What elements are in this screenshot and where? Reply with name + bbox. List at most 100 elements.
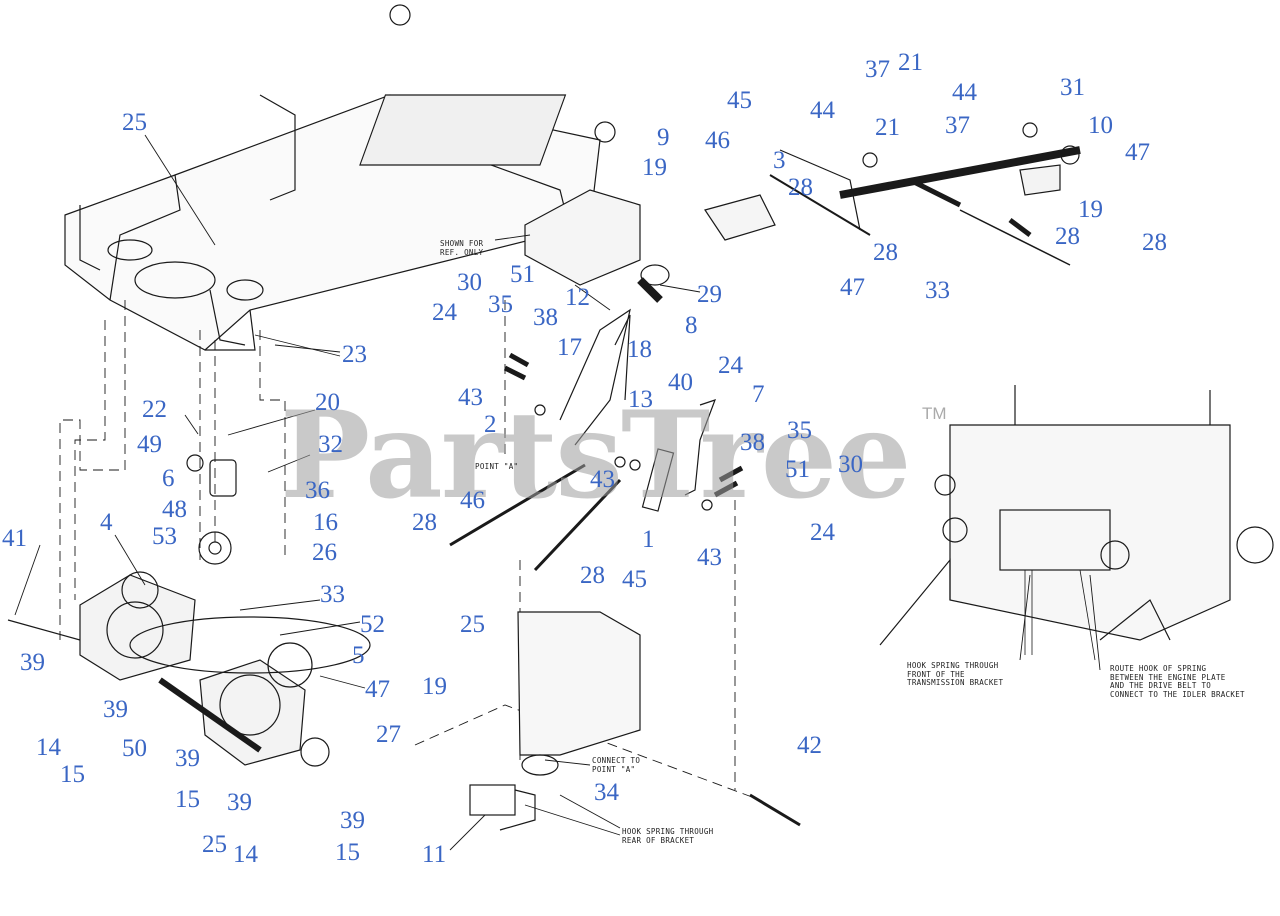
callout-15[interactable]: 15 bbox=[335, 839, 360, 866]
callout-49[interactable]: 49 bbox=[137, 431, 162, 458]
transmission-drawing bbox=[7, 454, 371, 767]
callout-47[interactable]: 47 bbox=[840, 274, 865, 301]
note-hook-rear-bracket: HOOK SPRING THROUGH REAR OF BRACKET bbox=[622, 827, 714, 845]
note-shown-for-ref: SHOWN FOR REF. ONLY bbox=[440, 239, 484, 257]
callout-28[interactable]: 33 bbox=[925, 277, 950, 304]
callout-39[interactable]: 39 bbox=[340, 807, 365, 834]
callout-30[interactable]: 30 bbox=[457, 269, 482, 296]
dashed-guides bbox=[59, 300, 761, 801]
callout-12[interactable]: 12 bbox=[565, 284, 590, 311]
callout-28[interactable]: 28 bbox=[1142, 229, 1167, 256]
callout-23[interactable]: 23 bbox=[342, 341, 367, 368]
control-linkage-drawing bbox=[449, 189, 801, 831]
callout-24[interactable]: 24 bbox=[432, 299, 457, 326]
callout-53[interactable]: 53 bbox=[152, 523, 177, 550]
callout-14[interactable]: 14 bbox=[36, 734, 61, 761]
callout-47[interactable]: 47 bbox=[1125, 139, 1150, 166]
callout-44[interactable]: 44 bbox=[810, 97, 835, 124]
callout-18[interactable]: 18 bbox=[627, 336, 652, 363]
callout-48[interactable]: 48 bbox=[162, 496, 187, 523]
note-hook-front-transmission: HOOK SPRING THROUGH FRONT OF THE TRANSMI… bbox=[907, 661, 1004, 688]
callout-45[interactable]: 45 bbox=[622, 566, 647, 593]
callout-33[interactable]: 33 bbox=[320, 581, 345, 608]
callout-43[interactable]: 43 bbox=[458, 384, 483, 411]
callout-52[interactable]: 52 bbox=[360, 611, 385, 638]
callout-22[interactable]: 22 bbox=[142, 396, 167, 423]
callout-8[interactable]: 8 bbox=[685, 312, 698, 339]
callout-31[interactable]: 31 bbox=[1060, 74, 1085, 101]
callout-35[interactable]: 35 bbox=[787, 417, 812, 444]
callout-28[interactable]: 28 bbox=[580, 562, 605, 589]
callout-19[interactable]: 19 bbox=[642, 154, 667, 181]
callout-15[interactable]: 15 bbox=[175, 786, 200, 813]
callout-29[interactable]: 29 bbox=[697, 281, 722, 308]
callout-36[interactable]: 36 bbox=[305, 477, 330, 504]
callout-25[interactable]: 25 bbox=[122, 109, 147, 136]
callout-28[interactable]: 28 bbox=[873, 239, 898, 266]
callout-26[interactable]: 26 bbox=[312, 539, 337, 566]
callout-14[interactable]: 14 bbox=[233, 841, 258, 868]
callout-6[interactable]: 6 bbox=[162, 465, 175, 492]
callout-50[interactable]: 50 bbox=[122, 735, 147, 762]
callout-38[interactable]: 38 bbox=[533, 304, 558, 331]
callout-32[interactable]: 32 bbox=[318, 431, 343, 458]
note-connect-point-a: CONNECT TO POINT "A" bbox=[592, 756, 641, 774]
callout-37[interactable]: 37 bbox=[945, 112, 970, 139]
callout-43[interactable]: 43 bbox=[697, 544, 722, 571]
note-route-hook-spring: ROUTE HOOK OF SPRING BETWEEN THE ENGINE … bbox=[1110, 664, 1245, 699]
callout-20[interactable]: 20 bbox=[315, 389, 340, 416]
callout-27[interactable]: 27 bbox=[376, 721, 401, 748]
callout-9[interactable]: 9 bbox=[657, 124, 670, 151]
callout-46[interactable]: 46 bbox=[705, 127, 730, 154]
callout-42[interactable]: 42 bbox=[797, 732, 822, 759]
callout-45[interactable]: 45 bbox=[727, 87, 752, 114]
callout-51[interactable]: 51 bbox=[785, 456, 810, 483]
callout-34[interactable]: 34 bbox=[594, 779, 619, 806]
callout-21[interactable]: 21 bbox=[898, 49, 923, 76]
trademark-symbol: TM bbox=[922, 404, 947, 423]
callout-37[interactable]: 37 bbox=[865, 56, 890, 83]
callout-15[interactable]: 15 bbox=[60, 761, 85, 788]
callout-11[interactable]: 11 bbox=[422, 841, 447, 868]
callout-47[interactable]: 47 bbox=[365, 676, 390, 703]
callout-21[interactable]: 21 bbox=[875, 114, 900, 141]
main-frame-drawing bbox=[64, 4, 616, 351]
callout-39[interactable]: 39 bbox=[20, 649, 45, 676]
callout-25[interactable]: 25 bbox=[202, 831, 227, 858]
partstree-watermark: PartsTree bbox=[280, 385, 911, 526]
callout-7[interactable]: 7 bbox=[752, 381, 765, 408]
callout-24[interactable]: 24 bbox=[810, 519, 835, 546]
callout-39[interactable]: 39 bbox=[175, 745, 200, 772]
note-point-a: POINT "A" bbox=[475, 462, 519, 471]
callout-13[interactable]: 13 bbox=[628, 386, 653, 413]
callout-3[interactable]: 3 bbox=[773, 147, 786, 174]
callout-35[interactable]: 35 bbox=[488, 291, 513, 318]
callout-19[interactable]: 19 bbox=[1078, 196, 1103, 223]
leader-lines bbox=[14, 134, 1101, 851]
callout-1[interactable]: 1 bbox=[642, 526, 655, 553]
callout-39[interactable]: 39 bbox=[103, 696, 128, 723]
callout-25[interactable]: 25 bbox=[460, 611, 485, 638]
callout-51[interactable]: 51 bbox=[510, 261, 535, 288]
callout-44[interactable]: 44 bbox=[952, 79, 977, 106]
callout-46[interactable]: 46 bbox=[460, 487, 485, 514]
callout-41[interactable]: 41 bbox=[2, 525, 27, 552]
callout-24[interactable]: 24 bbox=[718, 352, 743, 379]
inset-view-drawing bbox=[879, 385, 1274, 661]
callout-10[interactable]: 10 bbox=[1088, 112, 1113, 139]
callout-39[interactable]: 39 bbox=[227, 789, 252, 816]
callout-19[interactable]: 19 bbox=[422, 673, 447, 700]
callout-16[interactable]: 16 bbox=[313, 509, 338, 536]
callout-28[interactable]: 28 bbox=[412, 509, 437, 536]
callout-30[interactable]: 30 bbox=[838, 451, 863, 478]
callout-4[interactable]: 4 bbox=[100, 509, 113, 536]
callout-43[interactable]: 43 bbox=[590, 466, 615, 493]
callout-17[interactable]: 17 bbox=[557, 334, 582, 361]
callout-28[interactable]: 28 bbox=[788, 174, 813, 201]
callout-38[interactable]: 38 bbox=[740, 429, 765, 456]
callout-40[interactable]: 40 bbox=[668, 369, 693, 396]
callout-2[interactable]: 2 bbox=[484, 411, 497, 438]
callout-5[interactable]: 5 bbox=[352, 642, 365, 669]
callout-28[interactable]: 28 bbox=[1055, 223, 1080, 250]
